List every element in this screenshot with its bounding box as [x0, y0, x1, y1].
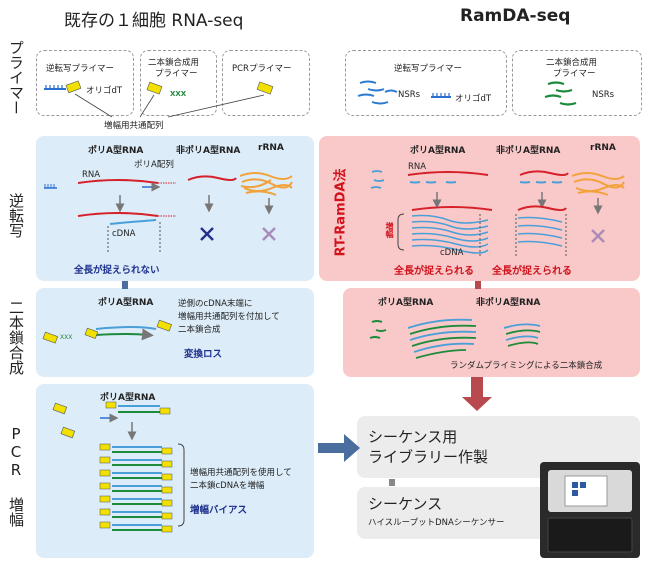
primer-second-title-1: 二本鎖合成用	[148, 58, 200, 68]
rt-left-polya-header: ポリA型RNA	[88, 146, 144, 156]
second-right-polya-header: ポリA型RNA	[378, 298, 434, 308]
second-left-xxx: XXX	[60, 334, 73, 341]
rt-left-nonpolya-header: 非ポリA型RNA	[176, 146, 241, 156]
arrow-to-library	[318, 434, 360, 462]
pcr-primer-icon	[256, 81, 274, 95]
x-mark-rrna-right	[591, 229, 605, 243]
second-right-desc: ランダムプライミングによる二本鎖合成	[450, 361, 603, 371]
right-column-title: RamDA-seq	[460, 6, 571, 26]
arrow-down-library	[462, 377, 492, 411]
primer-box-second	[140, 50, 217, 116]
row-label-rt: 逆転写	[7, 193, 25, 238]
rt-left-rrna-header: rRNA	[258, 143, 284, 153]
x-mark-rrna	[262, 227, 276, 241]
primer-right-rt-title: 逆転写プライマー	[394, 64, 463, 74]
rt-left-cdna-label: cDNA	[112, 229, 136, 239]
rt-left-result: 全長が捉えられない	[74, 265, 160, 276]
primer-box-pcr	[222, 50, 310, 116]
pcr-left-desc-1: 増幅用共通配列を使用して	[190, 468, 292, 478]
pcr-left-desc-2: 二本鎖cDNAを増幅	[190, 481, 265, 491]
rt-left-rna-label: RNA	[82, 170, 101, 180]
pcr-template	[100, 401, 171, 423]
library-label-1: シーケンス用	[368, 428, 458, 446]
rt-ramda-method-label: RT-RamDA法	[333, 168, 349, 257]
rrna-strands	[239, 172, 293, 196]
second-strand-primer-icon	[146, 81, 163, 95]
pcr-left-header: ポリA型RNA	[100, 393, 156, 403]
pcr-left-panel	[36, 384, 314, 558]
primer-right-nsrs: NSRs	[398, 90, 421, 100]
second-left-desc-2: 増幅用共通配列を付加して	[178, 312, 280, 322]
primer-box-rt	[36, 50, 134, 116]
primer-right-oligo-dt: オリゴdT	[455, 94, 492, 104]
rt-right-amp-label: 増幅	[385, 222, 394, 238]
second-left-desc-1: 逆側のcDNA末端に	[178, 299, 253, 309]
library-label-2: ライブラリー作製	[368, 448, 489, 466]
row-label-primer: プライマー	[7, 40, 25, 115]
rt-right-nsr-icons	[370, 170, 385, 189]
double-strand-polya	[407, 318, 477, 359]
left-column-title: 既存の１細胞 RNA-seq	[64, 11, 244, 31]
primer-box-rt-right	[345, 50, 507, 116]
rt-right-result-1: 全長が捉えられる	[394, 266, 474, 277]
primer-right-nsrs-2: NSRs	[592, 90, 615, 100]
amplified-cdna-strands	[411, 214, 489, 254]
sequencer-sub-label: ハイスループットDNAシーケンサー	[368, 518, 505, 528]
primer-pcr-title: PCRプライマー	[232, 64, 292, 74]
rt-right-rna-label: RNA	[408, 162, 427, 172]
primer-xxx: XXX	[170, 90, 187, 98]
rt-right-polya-header: ポリA型RNA	[410, 146, 466, 156]
pcr-left-bias: 増幅バイアス	[190, 505, 248, 516]
common-seq-label: 増幅用共通配列	[104, 121, 164, 131]
primer-right-second-title-1: 二本鎖合成用	[546, 58, 598, 68]
second-right-panel	[343, 288, 640, 377]
x-mark-nonpolya	[200, 227, 214, 241]
nsr-primers-blue-icon	[357, 80, 398, 105]
primer-second-title-2: プライマー	[155, 69, 198, 79]
second-left-header: ポリA型RNA	[98, 298, 154, 308]
primer-oligo-dt: オリゴdT	[86, 86, 123, 96]
second-left-panel	[36, 288, 314, 377]
rt-left-primer-free	[44, 184, 57, 189]
oligo-dt-right-icon	[431, 93, 451, 98]
row-label-second: 二本鎖合成	[7, 300, 25, 375]
primer-rt-title: 逆転写プライマー	[46, 64, 115, 74]
row-label-pcr: PCR 増幅	[7, 425, 25, 527]
rt-right-nonpolya-header: 非ポリA型RNA	[496, 146, 561, 156]
primer-box-second-right	[512, 50, 642, 116]
primer-right-second-title-2: プライマー	[553, 69, 596, 79]
pcr-amplified-copies	[99, 443, 173, 533]
oligo-dt-primer-icon	[44, 80, 82, 94]
rt-left-polya-seq: ポリA配列	[134, 160, 174, 170]
sequencing-label: シーケンス	[368, 495, 443, 513]
second-left-loss: 変換ロス	[184, 349, 223, 360]
second-left-desc-3: 二本鎖合成	[178, 325, 221, 335]
nsr-primers-green-icon	[544, 81, 577, 106]
rt-right-result-2: 全長が捉えられる	[492, 266, 572, 277]
rt-right-rrna-header: rRNA	[590, 143, 616, 153]
second-right-nonpolya-header: 非ポリA型RNA	[476, 298, 541, 308]
sequencer-icon	[540, 462, 640, 558]
sequencing-panel	[357, 487, 557, 539]
double-strand-nonpolya	[503, 323, 541, 347]
rt-right-cdna-label: cDNA	[440, 248, 464, 258]
